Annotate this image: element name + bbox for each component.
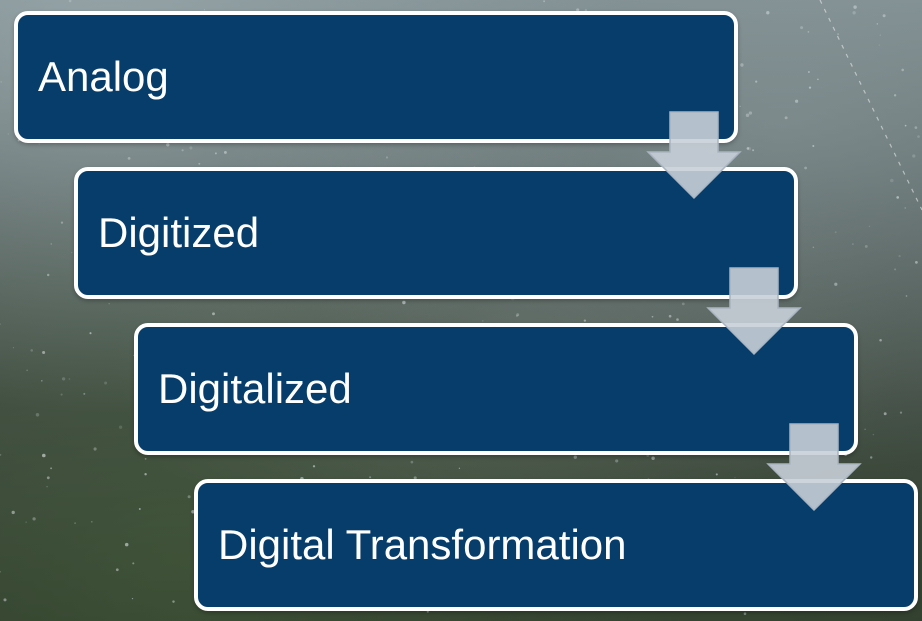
down-arrow-icon	[646, 111, 742, 200]
stage-box-digitalized: Digitalized	[134, 323, 858, 455]
stage-label: Digitized	[98, 209, 260, 256]
stage-box-digital-transformation: Digital Transformation	[194, 479, 918, 611]
stage-label: Digitalized	[158, 365, 352, 412]
down-arrow-icon	[706, 267, 802, 356]
down-arrow-icon	[766, 423, 862, 512]
stage-box-digitized: Digitized	[74, 167, 798, 299]
stage-label: Analog	[38, 53, 169, 100]
stage-label: Digital Transformation	[218, 521, 627, 568]
stage-box-analog: Analog	[14, 11, 738, 143]
